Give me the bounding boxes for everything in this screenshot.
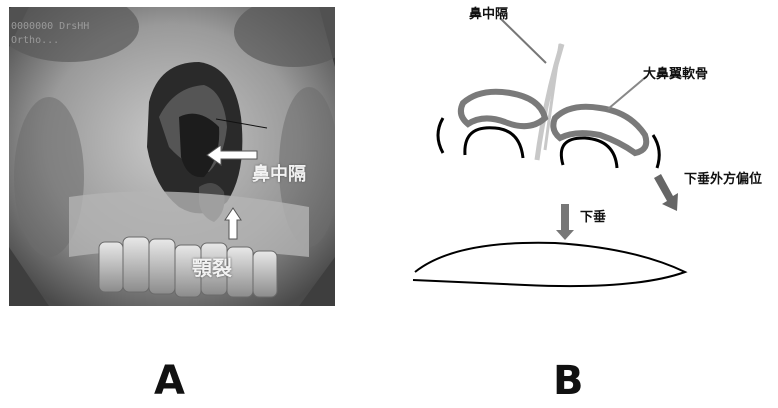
droop-lateral-label: 下垂外方偏位 (684, 168, 762, 187)
droop-arrow-icon (556, 204, 574, 240)
ct-image-panel: 0000000 DrsHH Ortho... 鼻中隔 顎裂 (9, 7, 335, 306)
left-alar-cartilage (461, 92, 545, 126)
right-alar-cartilage (553, 107, 646, 153)
panel-letter-b: B (553, 358, 584, 404)
ct-skull-image (9, 7, 335, 306)
droop-label: 下垂 (580, 206, 606, 225)
septum-label-a: 鼻中隔 (252, 160, 306, 186)
septum-pointer-line (500, 18, 546, 63)
septum-label-b: 鼻中隔 (469, 3, 508, 22)
droop-lateral-arrow-icon (654, 174, 678, 211)
lip-outline (413, 243, 685, 286)
ct-watermark: 0000000 DrsHH (11, 21, 89, 32)
panel-letter-a: A (154, 358, 185, 404)
cleft-label-a: 顎裂 (192, 252, 232, 281)
ct-watermark-2: Ortho... (11, 35, 59, 46)
schematic-panel: 鼻中隔 大鼻翼軟骨 下垂 下垂外方偏位 (395, 0, 778, 310)
alar-pointer-line (608, 76, 647, 109)
alar-cartilage-label: 大鼻翼軟骨 (643, 63, 708, 82)
nasal-schematic-drawing (395, 0, 778, 310)
